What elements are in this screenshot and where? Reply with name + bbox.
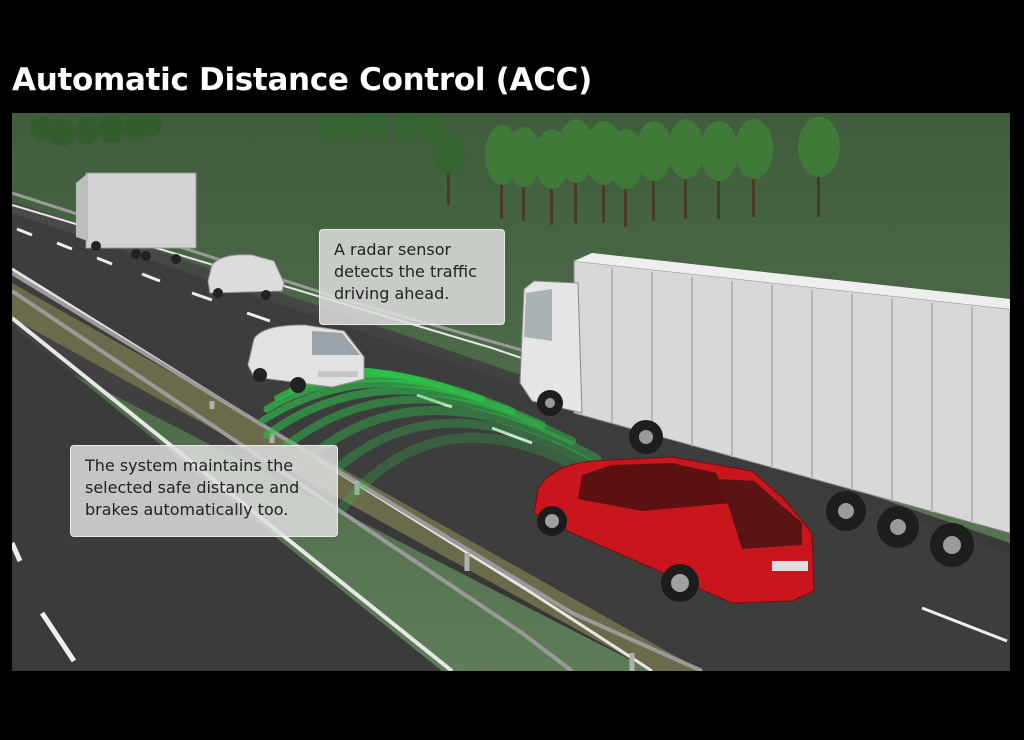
tree-line-left — [30, 114, 162, 147]
system-callout-line-1: The system maintains the — [85, 456, 294, 475]
radar-waves — [258, 367, 637, 513]
acc-illustration: A radar sensor detects the traffic drivi… — [12, 113, 1010, 671]
page-title: Automatic Distance Control (ACC) — [12, 62, 592, 98]
distant-white-car — [207, 254, 285, 300]
lead-white-car — [247, 324, 365, 393]
tree-line-mid — [318, 113, 465, 205]
lane-markings — [16, 227, 1008, 643]
radar-callout: A radar sensor detects the traffic drivi… — [319, 229, 505, 325]
distant-truck — [76, 172, 197, 264]
opposite-lane-dashes — [12, 541, 77, 663]
system-callout: The system maintains the selected safe d… — [70, 445, 338, 537]
big-truck — [519, 253, 1010, 567]
radar-callout-line-1: A radar sensor — [334, 240, 452, 259]
system-callout-line-2: selected safe distance and — [85, 478, 300, 497]
ego-red-car — [533, 456, 815, 604]
system-callout-line-3: brakes automatically too. — [85, 500, 289, 519]
tree-group-right — [485, 117, 840, 227]
radar-callout-line-2: detects the traffic — [334, 262, 477, 281]
guard-rail-posts — [209, 401, 635, 671]
radar-callout-line-3: driving ahead. — [334, 284, 450, 303]
